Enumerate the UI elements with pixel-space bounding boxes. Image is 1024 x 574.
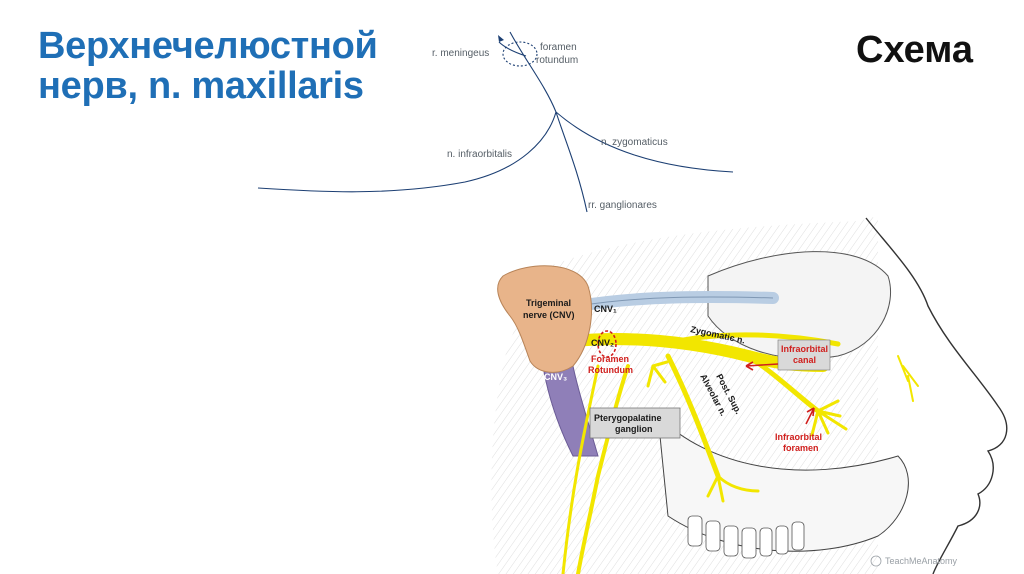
zygomatic-nerve-line bbox=[555, 111, 734, 173]
label-infraorbital-canal-line-1: Infraorbital bbox=[781, 344, 828, 354]
maxillary-nerve-illustration: Trigeminal nerve (CNV) CNV₁ CNV₂ CNV₃ Fo… bbox=[478, 216, 1024, 574]
label-cnv1: CNV₁ bbox=[594, 304, 617, 314]
trigeminal-nerve-block bbox=[497, 265, 593, 373]
label-n-zygomaticus: n. zygomaticus bbox=[601, 137, 668, 148]
slide-title-line-2: нерв, n. maxillaris bbox=[38, 65, 364, 107]
slide-title-line-1: Верхнечелюстной bbox=[38, 25, 378, 67]
image-credit: TeachMeAnatomy bbox=[885, 556, 958, 566]
infraorbital-canal-box bbox=[777, 339, 831, 371]
slide-title: Верхнечелюстной нерв, n. maxillaris bbox=[38, 26, 438, 106]
face-profile-outline bbox=[865, 217, 1008, 574]
infraorbital-canal-arrow-icon bbox=[745, 361, 779, 371]
infraorbital-nerve-line bbox=[257, 111, 557, 193]
ganglionic-branches-line bbox=[555, 111, 588, 213]
scheme-heading: Схема bbox=[856, 29, 974, 71]
label-pterygopalatine-line-2: ganglion bbox=[615, 424, 653, 434]
main-nerve-trunk bbox=[509, 31, 557, 113]
label-trigeminal-line-1: Trigeminal bbox=[526, 298, 571, 308]
foramen-rotundum-ring bbox=[502, 41, 538, 67]
foramen-rotundum-marker bbox=[597, 330, 617, 358]
label-pterygopalatine-line-1: Pterygopalatine bbox=[594, 413, 662, 423]
label-r-meningeus: r. meningeus bbox=[432, 48, 489, 59]
label-infraorbital-foramen-line-1: Infraorbital bbox=[775, 432, 822, 442]
pterygopalatine-ganglion-box bbox=[589, 407, 681, 439]
infraorbital-foramen-arrow-icon bbox=[805, 407, 815, 425]
copyright-icon bbox=[870, 555, 882, 567]
label-rr-ganglionares: rr. ganglionares bbox=[588, 200, 657, 211]
label-rotundum: rotundum bbox=[536, 55, 578, 66]
label-infraorbital-canal-line-2: canal bbox=[793, 355, 816, 365]
label-foramen: foramen bbox=[540, 42, 577, 53]
label-n-infraorbitalis: n. infraorbitalis bbox=[447, 149, 512, 160]
label-trigeminal-line-2: nerve (CNV) bbox=[523, 310, 575, 320]
teeth-row bbox=[687, 515, 805, 559]
label-foramen-line-1: Foramen bbox=[591, 354, 629, 364]
label-cnv2: CNV₂ bbox=[591, 338, 614, 348]
label-infraorbital-foramen-line-2: foramen bbox=[783, 443, 819, 453]
meningeal-arrow-icon bbox=[498, 35, 504, 42]
label-foramen-line-2: Rotundum bbox=[588, 365, 633, 375]
orbit-outline bbox=[707, 251, 892, 360]
label-cnv3: CNV₃ bbox=[544, 372, 567, 382]
meningeal-branch-line bbox=[498, 41, 527, 57]
nerve-scheme-diagram: r. meningeus foramen rotundum n. infraor… bbox=[257, 31, 734, 213]
